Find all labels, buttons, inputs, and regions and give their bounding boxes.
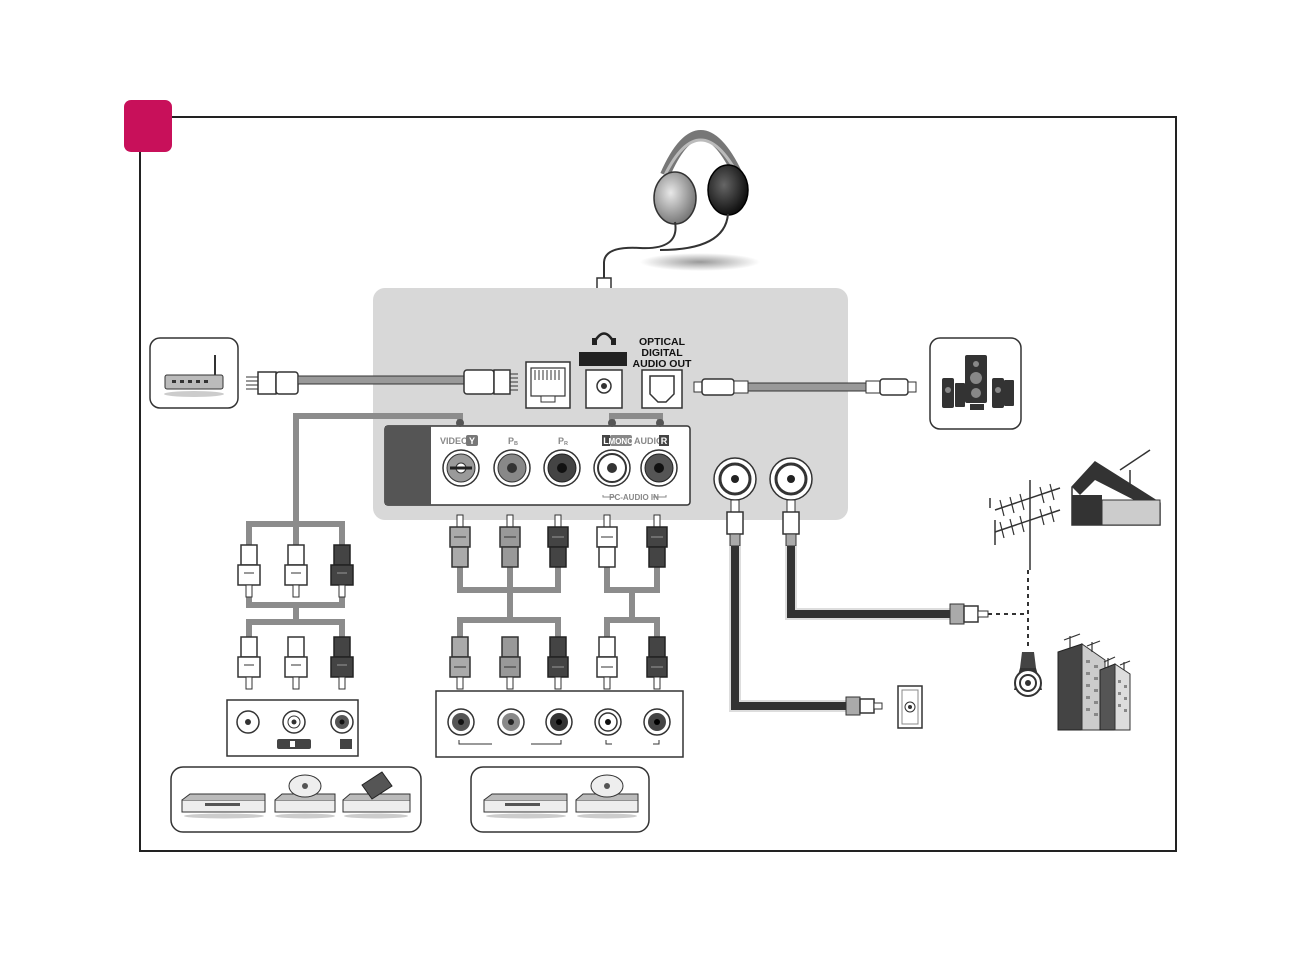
audio-plug-l-top (597, 515, 617, 567)
antenna-icon (990, 480, 1060, 570)
house-icon (1072, 450, 1160, 525)
jack-pb (494, 450, 530, 486)
antenna-wall-socket-icon (898, 686, 922, 728)
rca-plug-audio-r-bottom (331, 637, 353, 689)
apartment-building-icon (1058, 634, 1130, 730)
set-top-box-icon (484, 794, 567, 819)
rca-plug-audio-l-bottom (285, 637, 307, 689)
rf-jack-antenna (714, 458, 756, 500)
av-devices-box (171, 767, 421, 832)
router-box (150, 338, 238, 408)
audio-plug-r-top (647, 515, 667, 567)
dvd-player-icon (182, 794, 265, 819)
optical-label-line3: AUDIO OUT (633, 358, 693, 370)
cable-socket-plug (1014, 652, 1042, 696)
component-plug-pb-bottom (500, 637, 520, 689)
pr-subscript: R (564, 441, 568, 447)
component-cable-component (460, 567, 657, 637)
rca-plug-video-bottom (238, 637, 260, 689)
rca-plug-audio-r-top (331, 545, 353, 597)
rca-plug-audio-l-top (285, 545, 307, 597)
headphones-icon (604, 135, 760, 280)
speaker-box (930, 338, 1021, 429)
lan-port (526, 362, 570, 408)
step-badge (124, 100, 172, 152)
component-plug-y-top (450, 515, 470, 567)
jack-video-y (443, 450, 479, 486)
coax-cable-antenna (727, 500, 882, 715)
y-badge: Y (469, 436, 475, 446)
component-input-block: VIDEO/ Y P B P R L MONO AUDIO R (385, 426, 690, 505)
av-source-jack-panel (227, 700, 358, 756)
component-plug-pb-top (500, 515, 520, 567)
mono-badge: MONO (609, 437, 634, 446)
jack-pr (544, 450, 580, 486)
jack-audio-left (594, 450, 630, 486)
r-badge: R (661, 436, 668, 446)
audio-label: AUDIO (634, 436, 663, 446)
component-plug-pr-bottom (548, 637, 568, 689)
rf-jack-cable (770, 458, 812, 500)
component-source-jack-panel (436, 691, 683, 757)
audio-plug-l-bottom (597, 637, 617, 689)
component-plug-pr-top (548, 515, 568, 567)
pb-subscript: B (514, 441, 518, 447)
audio-plug-r-bottom (647, 637, 667, 689)
component-plug-y-bottom (450, 637, 470, 689)
pc-audio-in-label: PC-AUDIO IN (609, 493, 659, 502)
jack-audio-right (641, 450, 677, 486)
component-devices-box (471, 767, 649, 832)
rca-plug-video-top (238, 545, 260, 597)
